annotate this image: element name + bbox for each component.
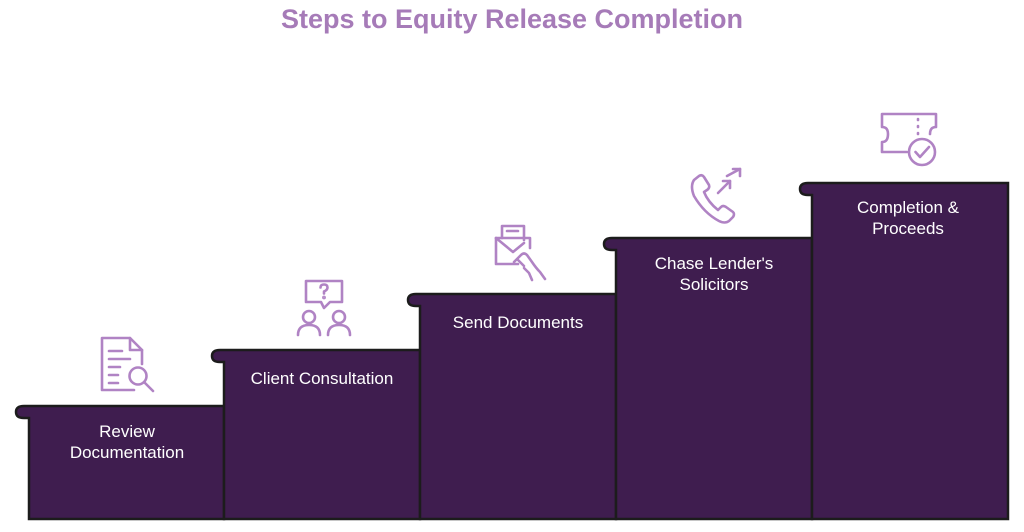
step-4-label: Chase Lender's Solicitors: [654, 254, 774, 294]
step-1-block: [14, 404, 226, 521]
phone-arrows-icon: [684, 166, 748, 228]
step-2-block: [210, 348, 422, 521]
step-4-block: [602, 236, 814, 521]
document-search-icon: [96, 334, 160, 396]
step-1-label: Review Documentation: [69, 422, 185, 462]
people-question-icon: [292, 278, 356, 340]
ticket-check-icon: [878, 110, 942, 172]
step-5-label: Completion & Proceeds: [856, 198, 960, 238]
diagram-title: Steps to Equity Release Completion: [280, 4, 744, 34]
step-2-label: Client Consultation: [250, 369, 394, 388]
hand-envelope-icon: [488, 222, 552, 284]
step-3-label: Send Documents: [452, 313, 584, 332]
step-5-block: [798, 181, 1010, 521]
step-3-block: [406, 292, 618, 521]
